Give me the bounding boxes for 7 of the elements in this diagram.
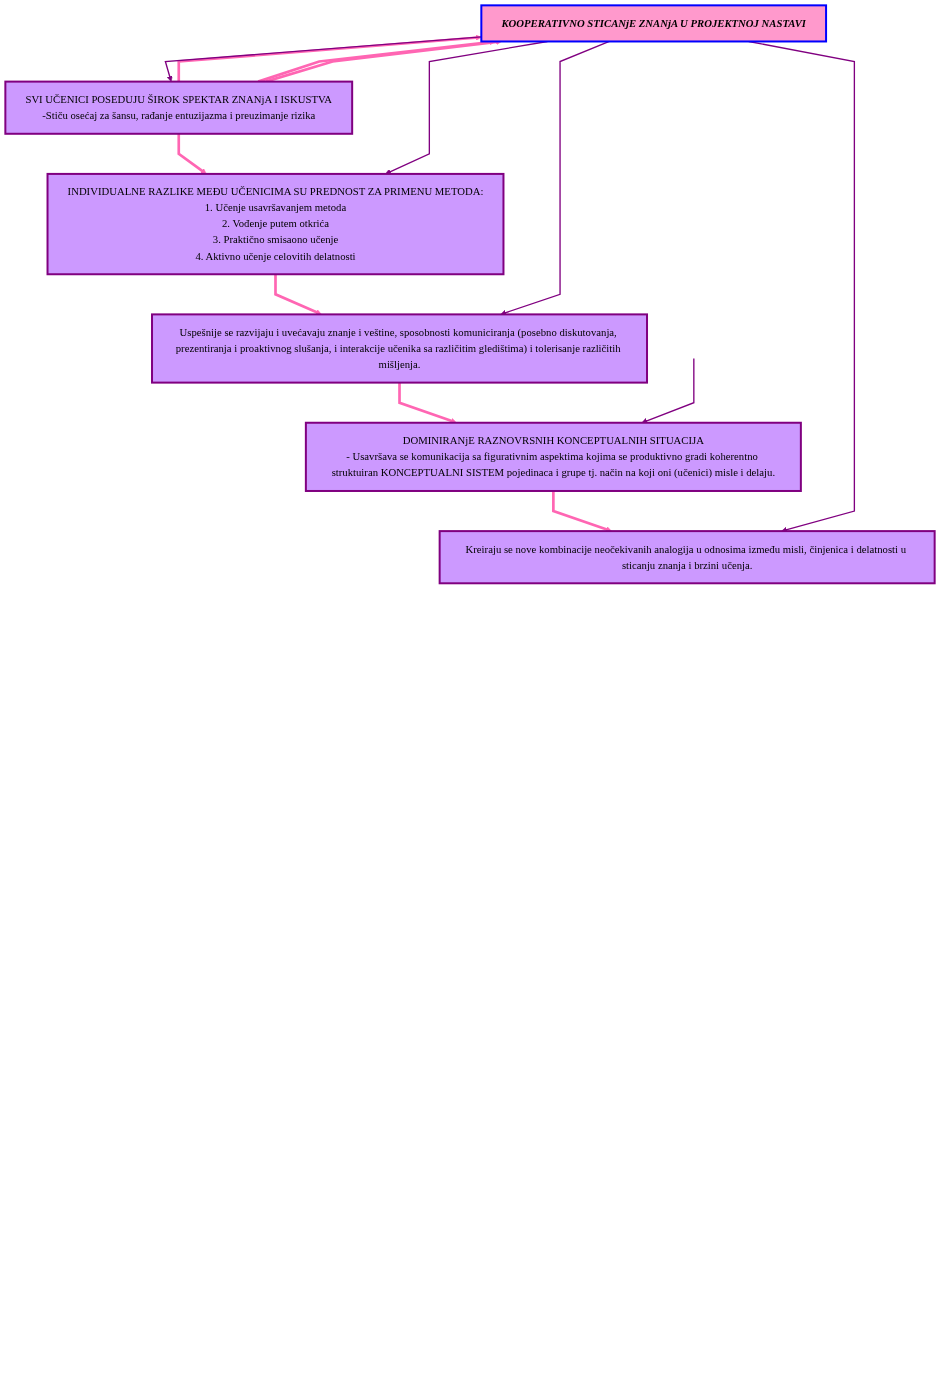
node-box: Uspešnije se razvijaju i uvećavaju znanje i veštine, sposobnosti komuniciranja (posebno diskutovanja, prezentiranja i proaktivnog slušanja, i interakcije učenika sa različitim gledištima) i tolerisanje različitih mišljenja.: [151, 313, 648, 384]
node-box: INDIVIDUALNE RAZLIKE MEĐU UČENICIMA SU PREDNOST ZA PRIMENU METODA: 1. Učenje usavršavanjem metoda 2. Vođenje putem otkrića 3. Praktično smisaono učenje 4. Aktivno učenje celovitih delatnosti: [46, 172, 505, 276]
node-box: DOMINIRANjE RAZNOVRSNIH KONCEPTUALNIH SITUACIJA - Usavršava se komunikacija sa figurativnim aspektima kojima se produktivno gradi koherentno struktuiran KONCEPTUALNI SISTEM pojedinaca i grupe tj. način na koji oni (učenici) misle i delaju.: [304, 421, 802, 492]
node-box: KOOPERATIVNO STICANjE ZNANjA U PROJEKTNOJ NASTAVI: [480, 4, 828, 43]
node-box: Kreiraju se nove kombinacije neočekivanih analogija u odnosima između misli, činjenica i delatnosti u sticanju znanja i brzini učenja.: [438, 530, 936, 585]
arrow: [274, 274, 322, 315]
node-box: SVI UČENICI POSEDUJU ŠIROK SPEKTAR ZNANjA I ISKUSTVA -Stiču osećaj za šansu, rađanje entuzijazma i preuzimanje rizika: [4, 80, 354, 135]
